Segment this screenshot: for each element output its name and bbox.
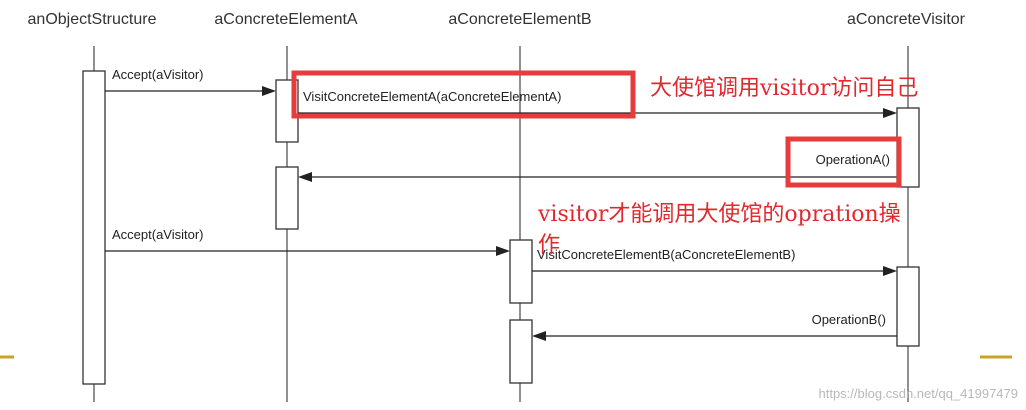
- arrowhead-3: [298, 172, 312, 182]
- activation-element-b-1: [509, 239, 533, 304]
- message-label-6: OperationB(): [812, 312, 886, 327]
- message-label-5: VisitConcreteElementB(aConcreteElementB): [537, 247, 795, 262]
- message-label-1: Accept(aVisitor): [112, 67, 204, 82]
- annotation-note-1: 大使馆调用visitor访问自己: [650, 76, 918, 101]
- highlight-box-visit-a: [291, 70, 636, 119]
- arrowhead-5: [883, 266, 897, 276]
- watermark-text: https://blog.csdn.net/qq_41997479: [819, 386, 1019, 401]
- message-label-4: Accept(aVisitor): [112, 227, 204, 242]
- annotation-note-2-line-1: visitor才能调用大使馆的opration操: [537, 202, 901, 227]
- message-label-3: OperationA(): [816, 152, 890, 167]
- activation-visitor-2: [896, 266, 920, 347]
- lifeline-header-element-b: aConcreteElementB: [448, 11, 591, 28]
- highlight-box-operation-a: [785, 136, 902, 188]
- arrowhead-6: [532, 331, 546, 341]
- annotation-note-2-line-2: 作: [538, 233, 560, 258]
- lifeline-header-object-structure: anObjectStructure: [28, 11, 157, 28]
- lifeline-header-element-a: aConcreteElementA: [214, 11, 358, 28]
- message-label-2: VisitConcreteElementA(aConcreteElementA): [303, 89, 561, 104]
- activation-element-a-2: [275, 166, 299, 230]
- arrowhead-1: [262, 86, 276, 96]
- lifeline-header-visitor: aConcreteVisitor: [847, 11, 966, 28]
- arrowhead-2: [883, 108, 897, 118]
- arrowhead-4: [496, 246, 510, 256]
- activation-object-structure: [82, 70, 106, 385]
- activation-element-b-2: [509, 319, 533, 384]
